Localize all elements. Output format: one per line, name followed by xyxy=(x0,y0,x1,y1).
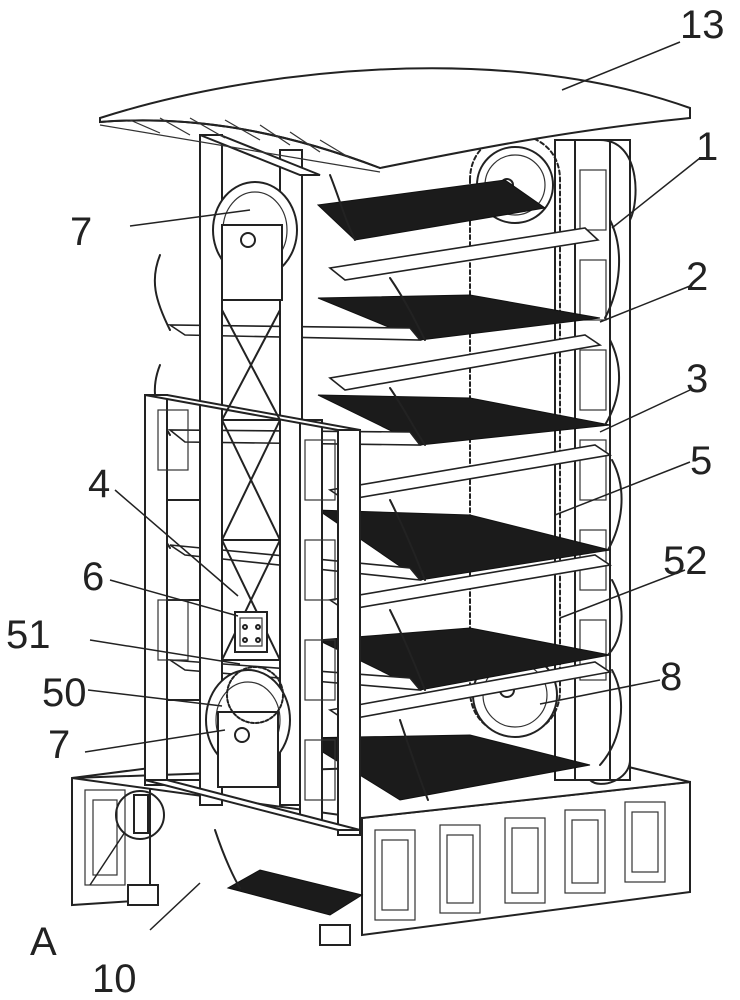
label-2: 2 xyxy=(686,255,708,299)
hanger-arcs xyxy=(153,174,623,889)
deck-rails xyxy=(167,227,613,721)
label-50: 50 xyxy=(42,671,87,715)
roof-canopy xyxy=(99,67,691,173)
label-7-bottom: 7 xyxy=(48,723,70,767)
label-13: 13 xyxy=(680,3,725,47)
parking-decks xyxy=(226,179,611,916)
front-tower xyxy=(144,134,361,836)
label-7-top: 7 xyxy=(70,210,92,254)
motor-unit xyxy=(234,611,268,653)
label-1: 1 xyxy=(696,125,718,169)
label-a: A xyxy=(30,920,57,964)
bottom-front-pulley xyxy=(205,666,291,788)
label-6: 6 xyxy=(82,555,104,599)
label-52: 52 xyxy=(663,539,708,583)
label-5: 5 xyxy=(690,439,712,483)
label-3: 3 xyxy=(686,357,708,401)
label-4: 4 xyxy=(88,462,110,506)
leader-lines xyxy=(84,41,701,931)
callout-labels: 13 1 7 2 3 5 4 6 52 51 50 8 7 A 10 xyxy=(6,3,725,1000)
detail-a-marker xyxy=(115,790,165,840)
top-front-pulley xyxy=(212,181,298,301)
label-10: 10 xyxy=(92,957,137,1000)
label-8: 8 xyxy=(660,655,682,699)
label-51: 51 xyxy=(6,613,51,657)
